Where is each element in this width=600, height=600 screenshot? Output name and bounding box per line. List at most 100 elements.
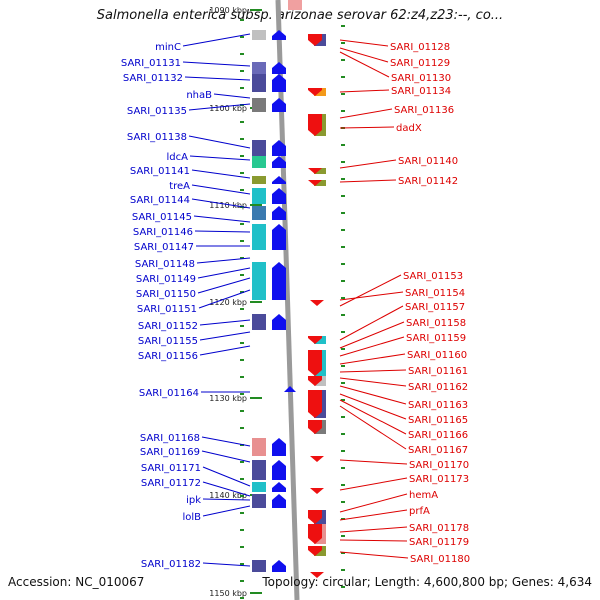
gene-label-right: SARI_01130 [391, 73, 451, 84]
gene-arrow-forward [272, 460, 286, 480]
gene-block [314, 180, 326, 186]
gene-label-left: SARI_01169 [140, 447, 200, 458]
gene-arrow-forward [272, 74, 286, 92]
tick-label: 1120 kbp [209, 298, 247, 307]
gene-label-right: hemA [409, 490, 438, 501]
gene-label-right: SARI_01167 [408, 445, 468, 456]
gene-block [252, 188, 266, 204]
leader-line-right [339, 459, 408, 465]
leader-line-left [201, 450, 251, 463]
gene-label-right: SARI_01178 [409, 523, 469, 534]
leader-line-left [191, 198, 251, 209]
gene-label-left: SARI_01132 [123, 73, 183, 84]
leader-line-right [339, 399, 407, 435]
gene-arrow-reverse [308, 390, 322, 418]
gene-arrow-forward [272, 262, 286, 300]
gene-label-left: nhaB [186, 90, 212, 101]
gene-arrow-reverse [308, 524, 322, 544]
gene-arrow-reverse [308, 114, 322, 136]
leader-line-right [339, 179, 397, 183]
gene-arrow-forward [272, 494, 286, 508]
leader-line-left [199, 331, 251, 341]
gene-arrow-forward [272, 62, 286, 74]
gene-arrow-forward [272, 98, 286, 112]
tick-label: 1100 kbp [209, 104, 247, 113]
gene-label-left: SARI_01171 [141, 463, 201, 474]
gene-label-right: SARI_01159 [406, 333, 466, 344]
leader-line-left [197, 267, 251, 279]
gene-label-right: SARI_01165 [408, 415, 468, 426]
gene-block [314, 336, 326, 344]
gene-label-left: SARI_01138 [127, 132, 187, 143]
leader-line-right [339, 353, 406, 365]
leader-line-left [202, 498, 251, 501]
gene-label-right: SARI_01170 [409, 460, 469, 471]
gene-label-left: SARI_01150 [136, 289, 196, 300]
gene-arrow-reverse [308, 376, 322, 386]
tick-label: 1140 kbp [209, 491, 247, 500]
gene-block [252, 460, 266, 480]
gene-label-right: dadX [396, 123, 422, 134]
gene-arrow-reverse [310, 300, 324, 306]
leader-line-right [339, 291, 404, 301]
gene-label-right: SARI_01166 [408, 430, 468, 441]
gene-label-left: minC [155, 42, 181, 53]
gene-arrow-reverse [308, 88, 322, 96]
gene-label-right: SARI_01179 [409, 537, 469, 548]
leader-line-left [198, 289, 251, 309]
leader-line-right [339, 551, 409, 559]
gene-arrow-reverse [308, 180, 322, 186]
leader-line-left [199, 345, 251, 356]
gene-label-right: SARI_01157 [405, 302, 465, 313]
gene-label-left: ipk [186, 495, 201, 506]
tick-label: 1110 kbp [209, 201, 247, 210]
leader-line-left [201, 436, 251, 447]
gene-label-right: SARI_01134 [391, 86, 451, 97]
gene-arrow-reverse [308, 34, 322, 46]
gene-arrow-forward [272, 224, 286, 250]
leader-line-left [202, 505, 251, 517]
gene-arrow-forward [272, 206, 286, 220]
gene-block [252, 206, 266, 220]
gene-block [314, 88, 326, 96]
gene-block [252, 140, 266, 156]
gene-label-left: SARI_01172 [141, 478, 201, 489]
gene-label-right: SARI_01153 [403, 271, 463, 282]
leader-line-right [339, 393, 407, 420]
leader-line-right [339, 47, 389, 63]
gene-block [252, 176, 266, 184]
tick-label: 1090 kbp [209, 6, 247, 15]
gene-arrow-forward [272, 30, 286, 40]
gene-label-right: SARI_01129 [390, 58, 450, 69]
gene-label-left: SARI_01168 [140, 433, 200, 444]
leader-line-right [339, 477, 408, 491]
leader-line-right [339, 509, 408, 521]
gene-arrow-forward [272, 314, 286, 330]
leader-line-right [339, 159, 397, 169]
leader-line-right [339, 274, 402, 307]
gene-label-right: prfA [409, 506, 430, 517]
leader-line-left [191, 184, 251, 195]
gene-block [252, 438, 266, 456]
topology-text: Topology: circular; Length: 4,600,800 bp… [262, 575, 592, 589]
label-layer: minCSARI_01131SARI_01132nhaBSARI_01135SA… [121, 33, 470, 570]
gene-arrow-forward [272, 188, 286, 204]
gene-label-left: treA [169, 181, 190, 192]
leader-line-left [213, 93, 251, 99]
leader-line-right [339, 321, 405, 349]
leader-line-right [339, 493, 408, 513]
gene-label-left: SARI_01151 [137, 304, 197, 315]
gene-arrow-forward [272, 438, 286, 456]
gene-label-left: SARI_01148 [135, 259, 195, 270]
leader-line-left [202, 481, 251, 497]
leader-line-left [194, 230, 251, 233]
leader-line-left [196, 257, 251, 264]
gene-block [252, 156, 266, 168]
gene-label-left: lolB [182, 512, 201, 523]
gene-label-right: SARI_01128 [390, 42, 450, 53]
leader-line-left [199, 319, 251, 326]
gene-label-left: SARI_01164 [139, 388, 199, 399]
gene-label-left: SARI_01147 [134, 242, 194, 253]
gene-label-left: SARI_01141 [130, 166, 190, 177]
